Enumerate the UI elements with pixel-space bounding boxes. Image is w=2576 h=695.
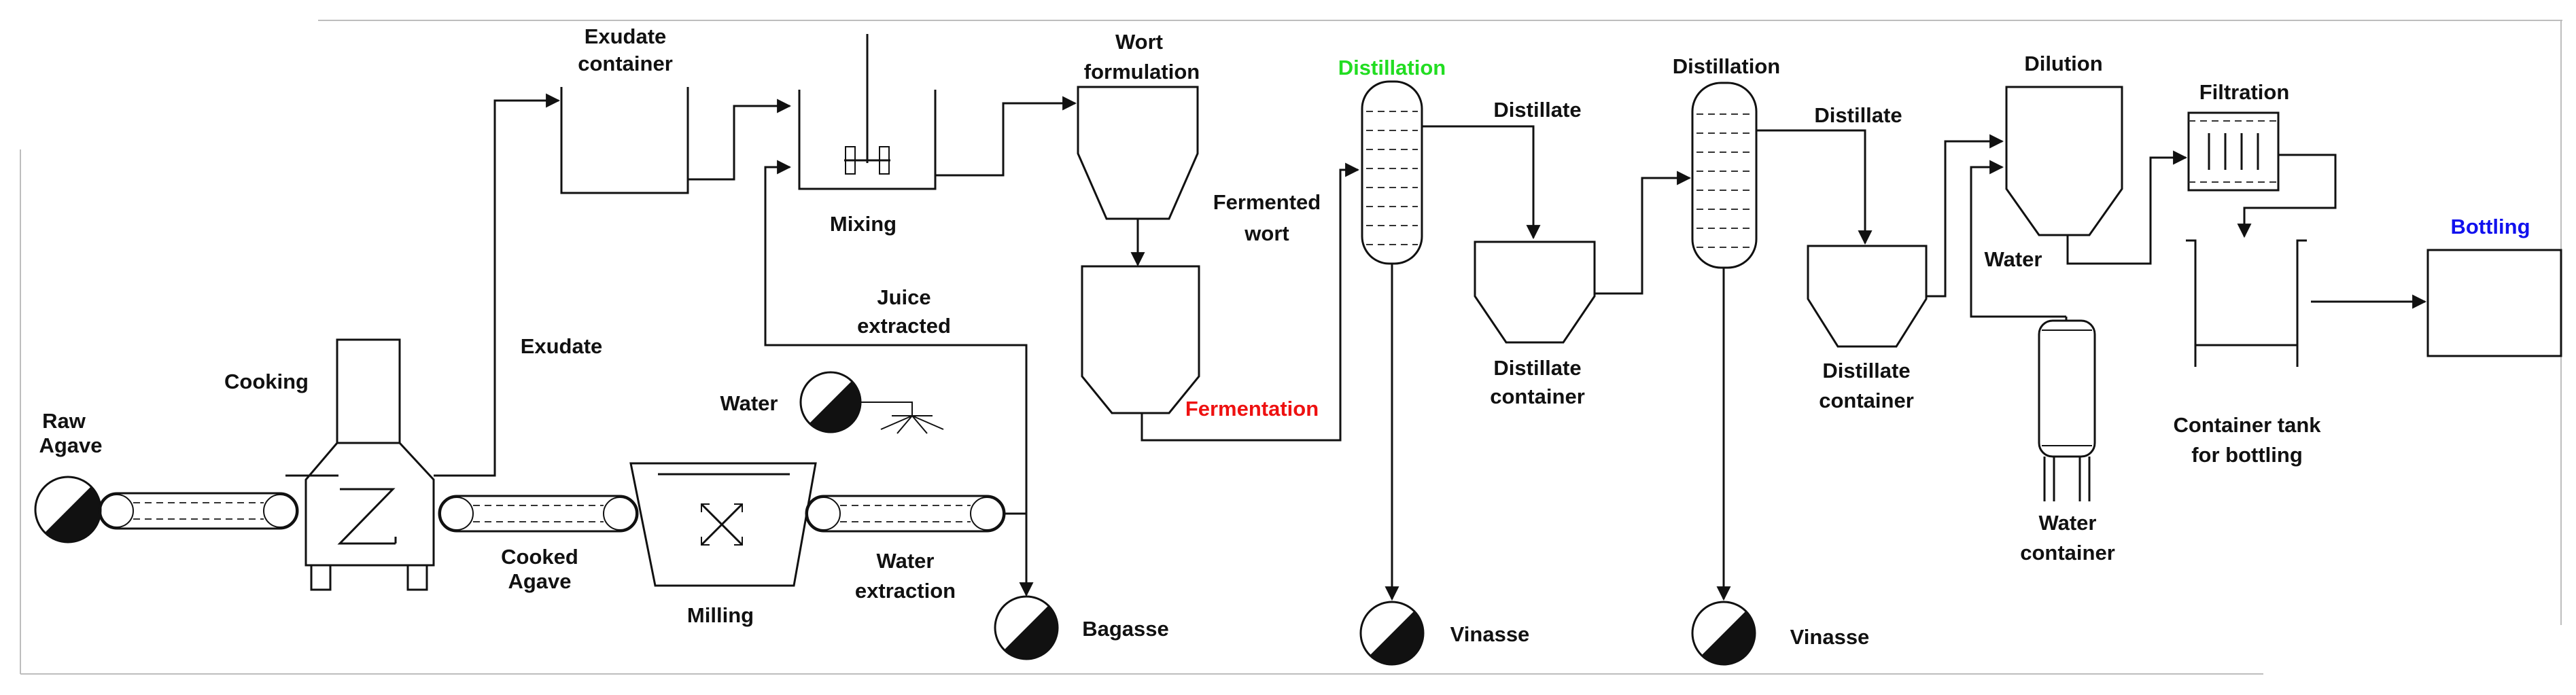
pipe-dilution-to-filtration bbox=[2066, 150, 2188, 265]
label-vinasse-2: Vinasse bbox=[1790, 625, 1870, 649]
label-dilution: Dilution bbox=[2024, 52, 2102, 75]
pipe-fermented-wort bbox=[1141, 162, 1360, 442]
fermentation-tank bbox=[1081, 265, 1200, 414]
label-water-dilution: Water bbox=[1985, 247, 2042, 271]
bottling-unit bbox=[2426, 249, 2562, 357]
label-milling: Milling bbox=[687, 603, 754, 627]
conveyor-cooked-agave bbox=[438, 495, 639, 533]
wort-formulation-tank bbox=[1077, 86, 1199, 220]
label-fermentation: Fermentation bbox=[1185, 397, 1319, 421]
pipe-to-bagasse bbox=[1005, 512, 1034, 597]
label-distillation-2: Distillation bbox=[1673, 54, 1780, 78]
dilution-tank bbox=[2005, 86, 2123, 236]
pipe-filtration-to-tank bbox=[2237, 154, 2337, 238]
distillate-container-2 bbox=[1807, 245, 1928, 348]
label-mixing: Mixing bbox=[830, 212, 897, 236]
vinasse-1-icon bbox=[1359, 601, 1425, 666]
container-tank-bottling bbox=[2186, 239, 2307, 367]
label-distillate-1: Distillate bbox=[1493, 98, 1581, 122]
distillation-column-2 bbox=[1691, 82, 1758, 269]
vinasse-2-icon bbox=[1691, 601, 1756, 666]
filtration-unit bbox=[2187, 111, 2280, 192]
pipe-exudate-to-mixing bbox=[688, 99, 792, 181]
cooking-oven bbox=[285, 338, 435, 591]
pipe-water-to-dilution bbox=[1970, 160, 2066, 318]
pipe-juice-extracted bbox=[764, 160, 1028, 514]
conveyor-water-extraction bbox=[805, 495, 1006, 533]
conveyor-raw-agave bbox=[98, 492, 299, 530]
mixing-tank bbox=[798, 34, 937, 190]
pipe-distillate-to-dilution bbox=[1926, 134, 2004, 298]
exudate-container bbox=[560, 87, 689, 194]
distillation-column-1 bbox=[1361, 80, 1423, 265]
bagasse-icon bbox=[994, 595, 1059, 660]
label-water-spray: Water bbox=[720, 391, 778, 415]
label-distillation-1: Distillation bbox=[1338, 56, 1446, 79]
label-filtration: Filtration bbox=[2199, 80, 2290, 104]
distillate-container-1 bbox=[1474, 240, 1596, 344]
label-vinasse-1: Vinasse bbox=[1450, 622, 1530, 646]
label-exudate: Exudate bbox=[521, 334, 603, 358]
raw-agave-icon bbox=[34, 476, 102, 543]
water-container bbox=[2038, 317, 2096, 501]
label-cooking: Cooking bbox=[224, 370, 309, 393]
pipe-exudate bbox=[434, 93, 561, 477]
background-frame bbox=[20, 20, 2562, 675]
pipe-mixing-to-wort bbox=[935, 96, 1077, 177]
pipe-distillate-to-column-2 bbox=[1595, 171, 1692, 295]
mill bbox=[629, 462, 817, 587]
label-bottling: Bottling bbox=[2450, 215, 2530, 238]
label-bagasse: Bagasse bbox=[1082, 617, 1169, 641]
pipe-distillate-1 bbox=[1422, 125, 1541, 240]
water-spray-icon bbox=[799, 371, 944, 434]
label-distillate-2: Distillate bbox=[1814, 103, 1902, 127]
pipe-distillate-2 bbox=[1756, 129, 1873, 245]
